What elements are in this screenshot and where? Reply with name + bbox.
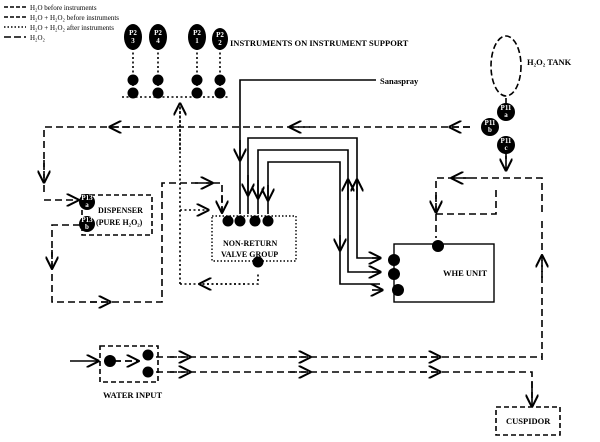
- valve-p11a-bottom: a: [504, 111, 508, 119]
- nonreturn-valve: [222, 215, 234, 227]
- whe-valve: [388, 268, 400, 280]
- legend-text-4: H₂O₂: [30, 34, 46, 42]
- whe-unit-label: WHE UNIT: [443, 268, 487, 278]
- whe-valve: [388, 254, 400, 266]
- dispenser-sub-label: (PURE H₂O₂): [96, 218, 143, 227]
- instrument-head-p2-3: [124, 24, 142, 50]
- valve-group-out-dotted: [180, 272, 259, 285]
- whe-valve: [392, 284, 404, 296]
- valve-p13b-top: P13: [81, 216, 93, 224]
- water-valve: [142, 349, 154, 361]
- instrument-valve: [127, 74, 139, 86]
- instrument-valve: [191, 87, 203, 99]
- instrument-valve: [214, 74, 226, 86]
- instrument-head-p2-1: [188, 24, 206, 50]
- sanaspray-label: Sanaspray: [380, 76, 419, 86]
- valve-group-label: VALVE GROUP: [221, 250, 278, 259]
- legend-text-1: H₂O before instruments: [30, 4, 97, 12]
- nonreturn-valve: [249, 215, 261, 227]
- nonreturn-valve: [252, 256, 264, 268]
- labels: INSTRUMENTS ON INSTRUMENT SUPPORT H₂O₂ T…: [96, 38, 572, 426]
- instrument-head-p2-2: [212, 28, 228, 50]
- valve-p11c-bottom: c: [504, 144, 507, 152]
- instrument-valve: [152, 74, 164, 86]
- valve-p13b: [79, 216, 95, 232]
- dispenser-box: [81, 194, 153, 236]
- cuspidor-box: [495, 406, 561, 436]
- h2o2-tank-label: H₂O₂ TANK: [527, 57, 572, 67]
- valve-p11b-top: P11: [485, 119, 496, 127]
- water-input-valves: [104, 349, 154, 378]
- nonreturn-valve: [234, 215, 246, 227]
- whe-valves: [388, 240, 444, 296]
- instrument-code-top-3: P2: [193, 29, 201, 37]
- instrument-valve: [191, 74, 203, 86]
- nonreturn-valve: [262, 215, 274, 227]
- instrument-code-bottom-2: 4: [156, 37, 160, 45]
- cuspidor-label: CUSPIDOR: [506, 416, 551, 426]
- instrument-code-bottom-3: 1: [195, 37, 199, 45]
- valve-p13a-top: P13: [81, 194, 93, 202]
- whe-to-valve-1: [247, 137, 380, 259]
- valve-p11a: [497, 103, 515, 121]
- water-input-box: [99, 345, 159, 383]
- instrument-code-top-1: P2: [129, 29, 137, 37]
- pipes: [44, 48, 542, 406]
- boxes: [81, 35, 561, 436]
- valve-p13b-bottom: b: [85, 223, 89, 231]
- valve-p11a-top: P11: [501, 104, 512, 112]
- valve-p13a: [79, 194, 95, 210]
- water-valve: [104, 355, 116, 367]
- instrument-heads: P2 3 P2 4 P2 1 P2 2: [124, 24, 228, 50]
- water-input-label: WATER INPUT: [103, 390, 162, 400]
- h2o2-tank: [490, 35, 522, 97]
- p13-valves: P13 a P13 b: [79, 194, 95, 232]
- legend-text-2: H₂O + H₂O₂ before instruments: [30, 14, 119, 22]
- instrument-code-bottom-4: 2: [218, 39, 222, 47]
- whe-to-valve-2: [257, 149, 380, 273]
- valve-p11b: [481, 118, 499, 136]
- instrument-head-p2-4: [149, 24, 167, 50]
- legend: H₂O before instruments H₂O + H₂O₂ before…: [4, 4, 119, 42]
- p11-valves: P11 a P11 b P11 c: [481, 103, 515, 154]
- instrument-code-top-4: P2: [216, 31, 224, 39]
- whe-to-valve-3: [267, 161, 380, 285]
- water-valve: [142, 366, 154, 378]
- legend-text-3: H₂O + H₂O₂ after instruments: [30, 24, 114, 32]
- instrument-code-bottom-1: 3: [131, 37, 135, 45]
- valve-p11c: [497, 136, 515, 154]
- dispenser-label: DISPENSER: [98, 206, 143, 215]
- nonreturn-valves: [222, 215, 274, 268]
- valve-p11b-bottom: b: [488, 126, 492, 134]
- whe-valve: [432, 240, 444, 252]
- instruments-label: INSTRUMENTS ON INSTRUMENT SUPPORT: [230, 38, 409, 48]
- instrument-valve: [127, 87, 139, 99]
- instrument-valves: [127, 74, 226, 99]
- water-lower-line: [156, 371, 533, 398]
- instrument-code-top-2: P2: [154, 29, 162, 37]
- nonreturn-label: NON-RETURN: [223, 239, 277, 248]
- valve-p11c-top: P11: [501, 137, 512, 145]
- sanaspray-line: [239, 79, 376, 214]
- valve-p13a-bottom: a: [85, 201, 89, 209]
- instrument-valve: [214, 87, 226, 99]
- dispenser-left-loop: [51, 182, 223, 303]
- right-loop-line: [435, 177, 543, 215]
- instrument-valve: [152, 87, 164, 99]
